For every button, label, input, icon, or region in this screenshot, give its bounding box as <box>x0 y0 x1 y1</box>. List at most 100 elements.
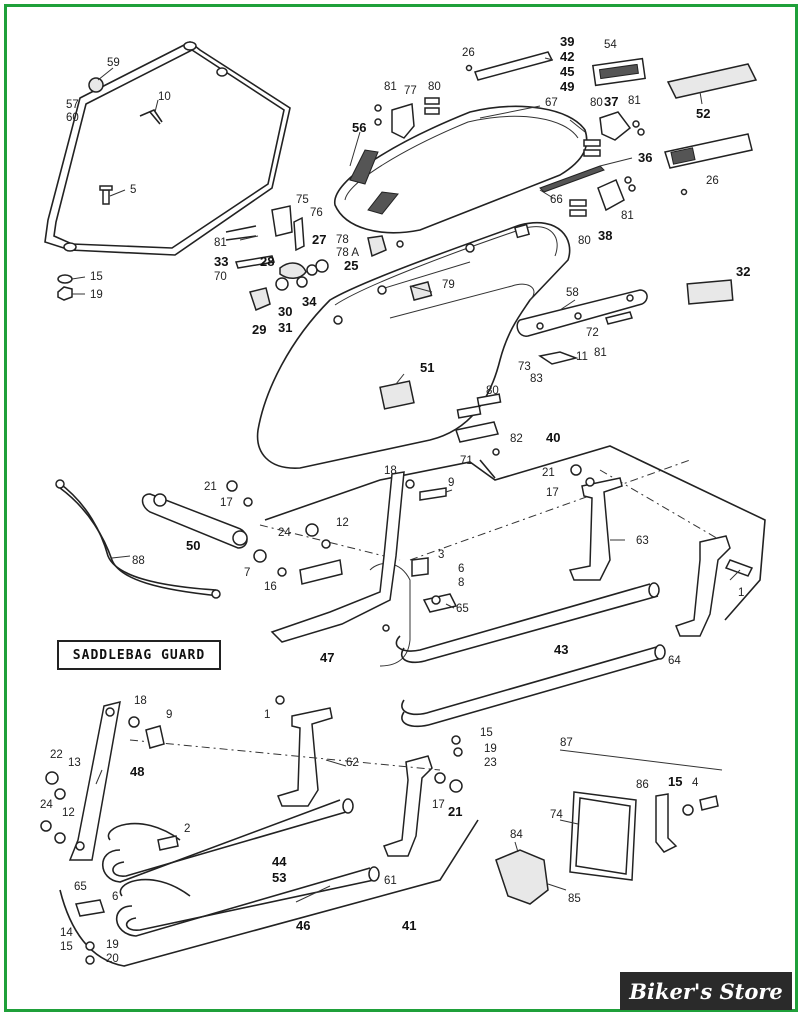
callout: 72 <box>586 327 599 339</box>
callout: 80 <box>590 97 603 109</box>
callout: 73 <box>518 361 531 373</box>
callout: 57 <box>66 99 79 111</box>
callout: 11 <box>576 351 588 363</box>
callout: 26 <box>706 175 719 187</box>
callout: 12 <box>62 807 75 819</box>
callout: 6 <box>112 891 118 903</box>
callout: 30 <box>278 304 292 319</box>
section-label-saddlebag-guard: SADDLEBAG GUARD <box>57 640 221 670</box>
callout: 5 <box>130 184 136 196</box>
callout: 83 <box>530 373 543 385</box>
emblem-54 <box>592 57 646 87</box>
callout: 1 <box>738 587 744 599</box>
callout: 33 <box>214 254 228 269</box>
callout: 71 <box>460 455 473 467</box>
callout: 66 <box>550 194 563 206</box>
bracket-64 <box>675 535 731 637</box>
callout: 37 <box>604 94 618 109</box>
callout: 78 <box>336 234 349 246</box>
callout: 4 <box>692 777 699 789</box>
callout: 19 <box>90 289 103 301</box>
hook-78 <box>367 235 404 258</box>
callout: 48 <box>130 764 144 779</box>
callout: 15 <box>90 271 103 283</box>
callout: 41 <box>402 918 416 933</box>
callout: 49 <box>560 79 574 94</box>
callout: 9 <box>448 477 454 489</box>
callout: 10 <box>158 91 171 103</box>
brand-watermark: Biker's Store <box>620 972 792 1010</box>
clamp-63 <box>568 477 623 581</box>
bracket-61 <box>383 755 433 857</box>
callout: 58 <box>566 287 579 299</box>
strut-88 <box>55 479 221 599</box>
callout: 2 <box>184 823 190 835</box>
callout: 20 <box>106 953 119 965</box>
emblem-strip-36 <box>664 133 753 196</box>
callout: 21 <box>542 467 555 479</box>
clamp-62 <box>275 695 333 807</box>
lock-29-30-31 <box>249 276 308 312</box>
callout: 80 <box>428 81 441 93</box>
callout: 60 <box>66 112 79 124</box>
latch-hardware-75-76 <box>225 205 329 279</box>
callout: 81 <box>594 347 607 359</box>
callout: 12 <box>336 517 349 529</box>
saddlebag-body-51 <box>256 222 571 469</box>
callout: 79 <box>442 279 455 291</box>
callout: 65 <box>74 881 87 893</box>
callout: 61 <box>384 875 397 887</box>
bolts-mid <box>226 464 754 577</box>
catch-38 <box>569 176 636 217</box>
callout: 51 <box>420 360 434 375</box>
callout: 24 <box>40 799 53 811</box>
callout: 75 <box>296 194 309 206</box>
callout: 40 <box>546 430 560 445</box>
callout: 32 <box>736 264 750 279</box>
callout: 67 <box>545 97 558 109</box>
saddlebag-lid-67 <box>334 105 605 234</box>
callout: 24 <box>278 527 291 539</box>
callout: 29 <box>252 322 266 337</box>
callout: 31 <box>278 320 292 335</box>
callout: 80 <box>486 385 499 397</box>
upper-guard-rail-43 <box>395 582 666 728</box>
callout: 23 <box>484 757 497 769</box>
leader-lines <box>71 57 741 903</box>
plate-assembly-87 <box>495 749 723 905</box>
callout: 6 <box>458 563 464 575</box>
callout: 85 <box>568 893 581 905</box>
callout: 26 <box>462 47 475 59</box>
callout: 80 <box>578 235 591 247</box>
callout: 7 <box>244 567 250 579</box>
callout: 39 <box>560 34 574 49</box>
callout: 17 <box>432 799 445 811</box>
callout: 44 <box>272 854 287 869</box>
label-32 <box>686 279 734 305</box>
callout: 86 <box>636 779 649 791</box>
callout: 15 <box>668 774 682 789</box>
callout: 16 <box>264 581 277 593</box>
clip-80-82-71 <box>455 393 502 456</box>
lower-guard-rail-44 <box>102 798 354 883</box>
callout: 18 <box>384 465 397 477</box>
callout: 62 <box>346 757 359 769</box>
callout: 27 <box>312 232 326 247</box>
callout: 17 <box>220 497 233 509</box>
callout: 82 <box>510 433 523 445</box>
callout: 53 <box>272 870 286 885</box>
callout: 65 <box>456 603 469 615</box>
callout: 34 <box>302 294 317 309</box>
callout: 81 <box>384 81 397 93</box>
callout: 3 <box>438 549 444 561</box>
callout: 47 <box>320 650 334 665</box>
callout: 36 <box>638 150 652 165</box>
callout: 22 <box>50 749 63 761</box>
bracket-47 <box>270 471 405 643</box>
trim-strip-39 <box>465 51 554 81</box>
callout: 18 <box>134 695 147 707</box>
callout: 21 <box>448 804 462 819</box>
hinge-77-80 <box>374 97 440 139</box>
callout: 45 <box>560 64 574 79</box>
callout: 84 <box>510 829 523 841</box>
